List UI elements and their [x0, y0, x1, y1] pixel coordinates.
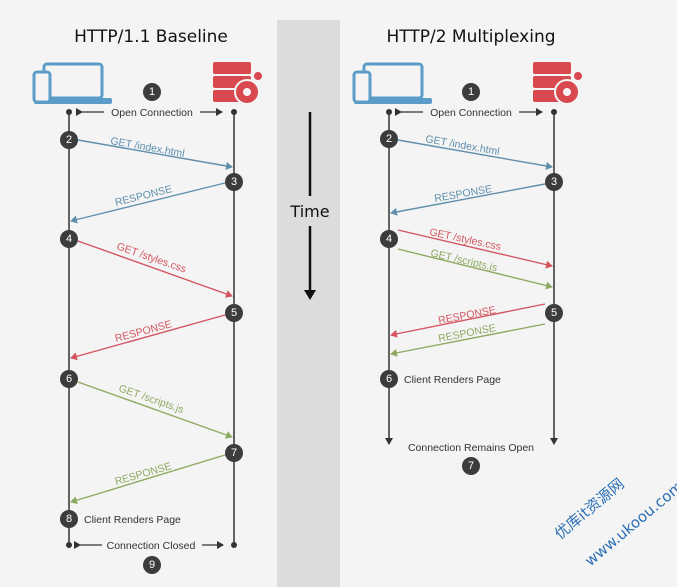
time-band: [277, 20, 340, 587]
right-step-6: [380, 370, 398, 388]
right-response-styles-arrow: [390, 303, 546, 338]
svg-text:7: 7: [468, 460, 474, 472]
right-step-3: [545, 173, 563, 191]
left-request-scripts-arrow: [77, 381, 233, 439]
svg-text:5: 5: [551, 307, 557, 319]
left-response-scripts-arrow: [70, 454, 226, 505]
left-client-renders: Client Renders Page: [84, 514, 181, 526]
right-step-5: [545, 304, 563, 322]
left-request-index-arrow: [77, 139, 233, 170]
left-request-styles-arrow: [77, 240, 233, 298]
left-response-styles-arrow: [70, 314, 226, 361]
left-step-2: [60, 131, 78, 149]
right-request-scripts-arrow: [397, 248, 553, 290]
left-connection-closed: Connection Closed: [107, 540, 196, 552]
right-request-index-arrow: [397, 139, 553, 170]
right-response-scripts-arrow: [390, 323, 546, 357]
right-step-2: [380, 130, 398, 148]
svg-text:4: 4: [386, 233, 392, 245]
left-step-1: [143, 83, 161, 101]
svg-text:7: 7: [231, 447, 237, 459]
right-response-index-arrow: [390, 183, 546, 216]
laptop-phone-icon: [32, 62, 112, 104]
laptop-phone-icon: [352, 62, 432, 104]
svg-text:6: 6: [386, 373, 392, 385]
svg-text:1: 1: [149, 86, 155, 98]
svg-text:9: 9: [149, 559, 155, 571]
svg-text:1: 1: [468, 86, 474, 98]
server-gear-icon: [533, 62, 584, 105]
svg-text:2: 2: [386, 133, 392, 145]
left-step-9: [143, 556, 161, 574]
left-step-5: [225, 304, 243, 322]
svg-text:2: 2: [66, 134, 72, 146]
left-open-connection: Open Connection: [111, 107, 193, 119]
right-connection-remains-open: Connection Remains Open: [408, 442, 534, 454]
left-step-3: [225, 173, 243, 191]
server-gear-icon: [213, 62, 264, 105]
right-title: HTTP/2 Multiplexing: [386, 27, 555, 47]
svg-text:8: 8: [66, 513, 72, 525]
time-label: Time: [289, 202, 329, 221]
right-request-styles-arrow: [397, 229, 553, 269]
right-step-7: [462, 457, 480, 475]
left-step-4: [60, 230, 78, 248]
right-step-4: [380, 230, 398, 248]
svg-text:6: 6: [66, 373, 72, 385]
svg-text:4: 4: [66, 233, 72, 245]
left-title: HTTP/1.1 Baseline: [74, 27, 228, 47]
left-step-8: [60, 510, 78, 528]
right-client-renders: Client Renders Page: [404, 374, 501, 386]
left-step-6: [60, 370, 78, 388]
right-open-connection: Open Connection: [430, 107, 512, 119]
svg-text:3: 3: [551, 176, 557, 188]
right-step-1: [462, 83, 480, 101]
svg-text:3: 3: [231, 176, 237, 188]
left-step-7: [225, 444, 243, 462]
left-response-index-arrow: [70, 182, 226, 224]
svg-text:5: 5: [231, 307, 237, 319]
